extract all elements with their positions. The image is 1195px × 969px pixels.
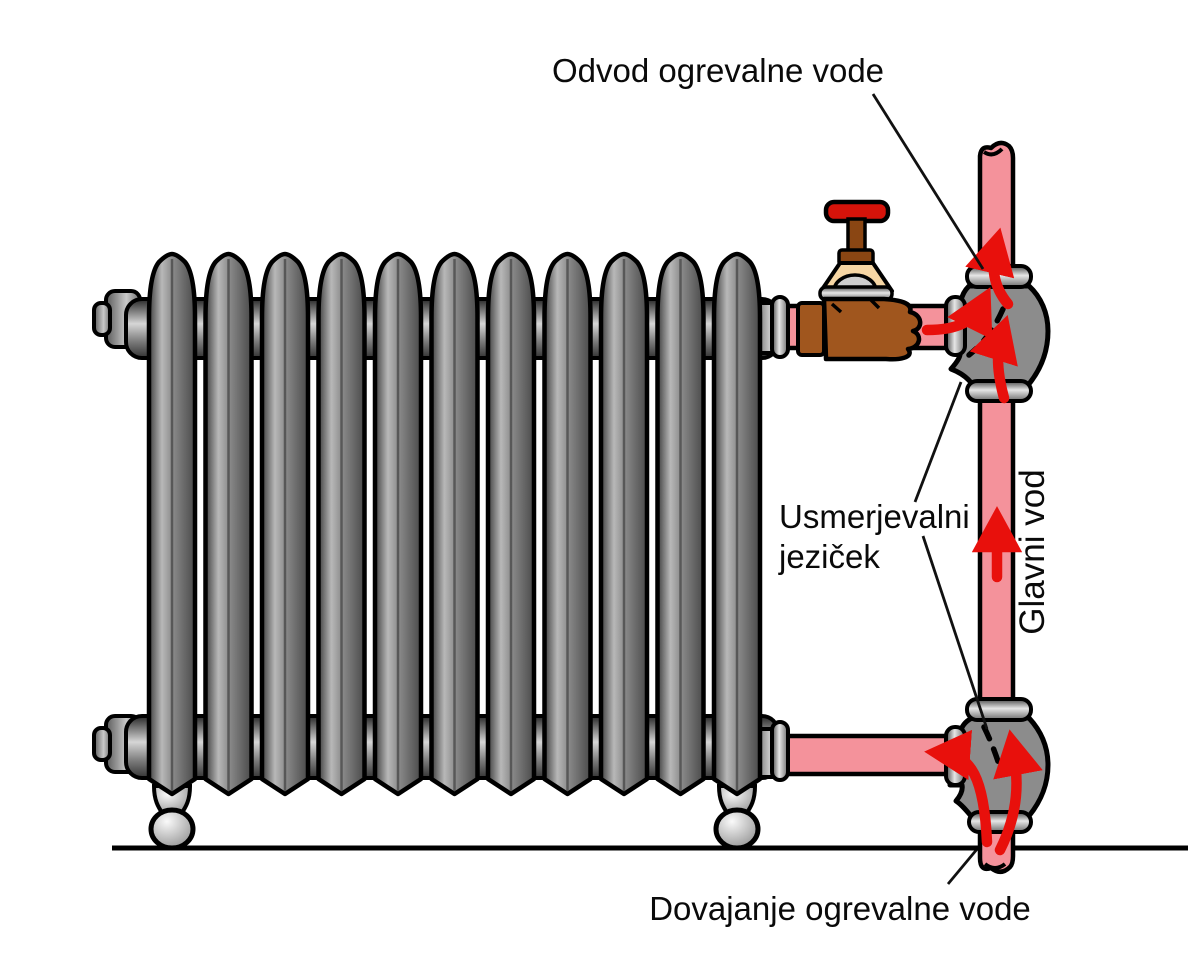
label-supply: Dovajanje ogrevalne vode [649,890,1031,927]
label-directing-tab-line2: jeziček [778,538,880,575]
radiator-end-cap-bottom-plug [92,726,112,762]
flow-arrow-top-tee-up [969,314,1018,404]
leader-line-tab-bottom [921,535,989,730]
leader-line-outflow [871,93,985,270]
valve-stem [846,217,867,255]
pipe-cut-edge-top [982,147,1004,157]
radiator-taper-top-rim [770,295,790,359]
radiator-valve [796,199,923,362]
radiator-return-pipe [777,733,957,777]
flow-arrow-supply-up-riser [993,729,1043,856]
valve-body-detail [830,298,881,314]
radiator-taper-bottom-rim [770,720,790,782]
radiator-end-cap-top-plug [92,301,112,337]
flow-arrow-top-pipe [965,227,1015,310]
radiator [92,254,790,848]
radiator-fins [149,254,760,794]
leader-line-tab-top [913,381,963,503]
leader-lines [871,93,989,730]
flow-arrows [921,227,1043,856]
collar [967,810,1033,834]
valve-union-nut [796,301,826,357]
valve-body [821,296,923,362]
label-main-line: Glavni vod [1013,469,1052,634]
label-directing-tab-line1: Usmerjevalni [779,498,970,535]
flow-arrow-supply-to-radiator [924,729,993,848]
label-outflow: Odvod ogrevalne vode [552,52,884,89]
flow-arrow-radiator-outlet [921,287,993,340]
collar [965,697,1033,722]
pipe-cut-edge-bottom [983,862,1007,870]
